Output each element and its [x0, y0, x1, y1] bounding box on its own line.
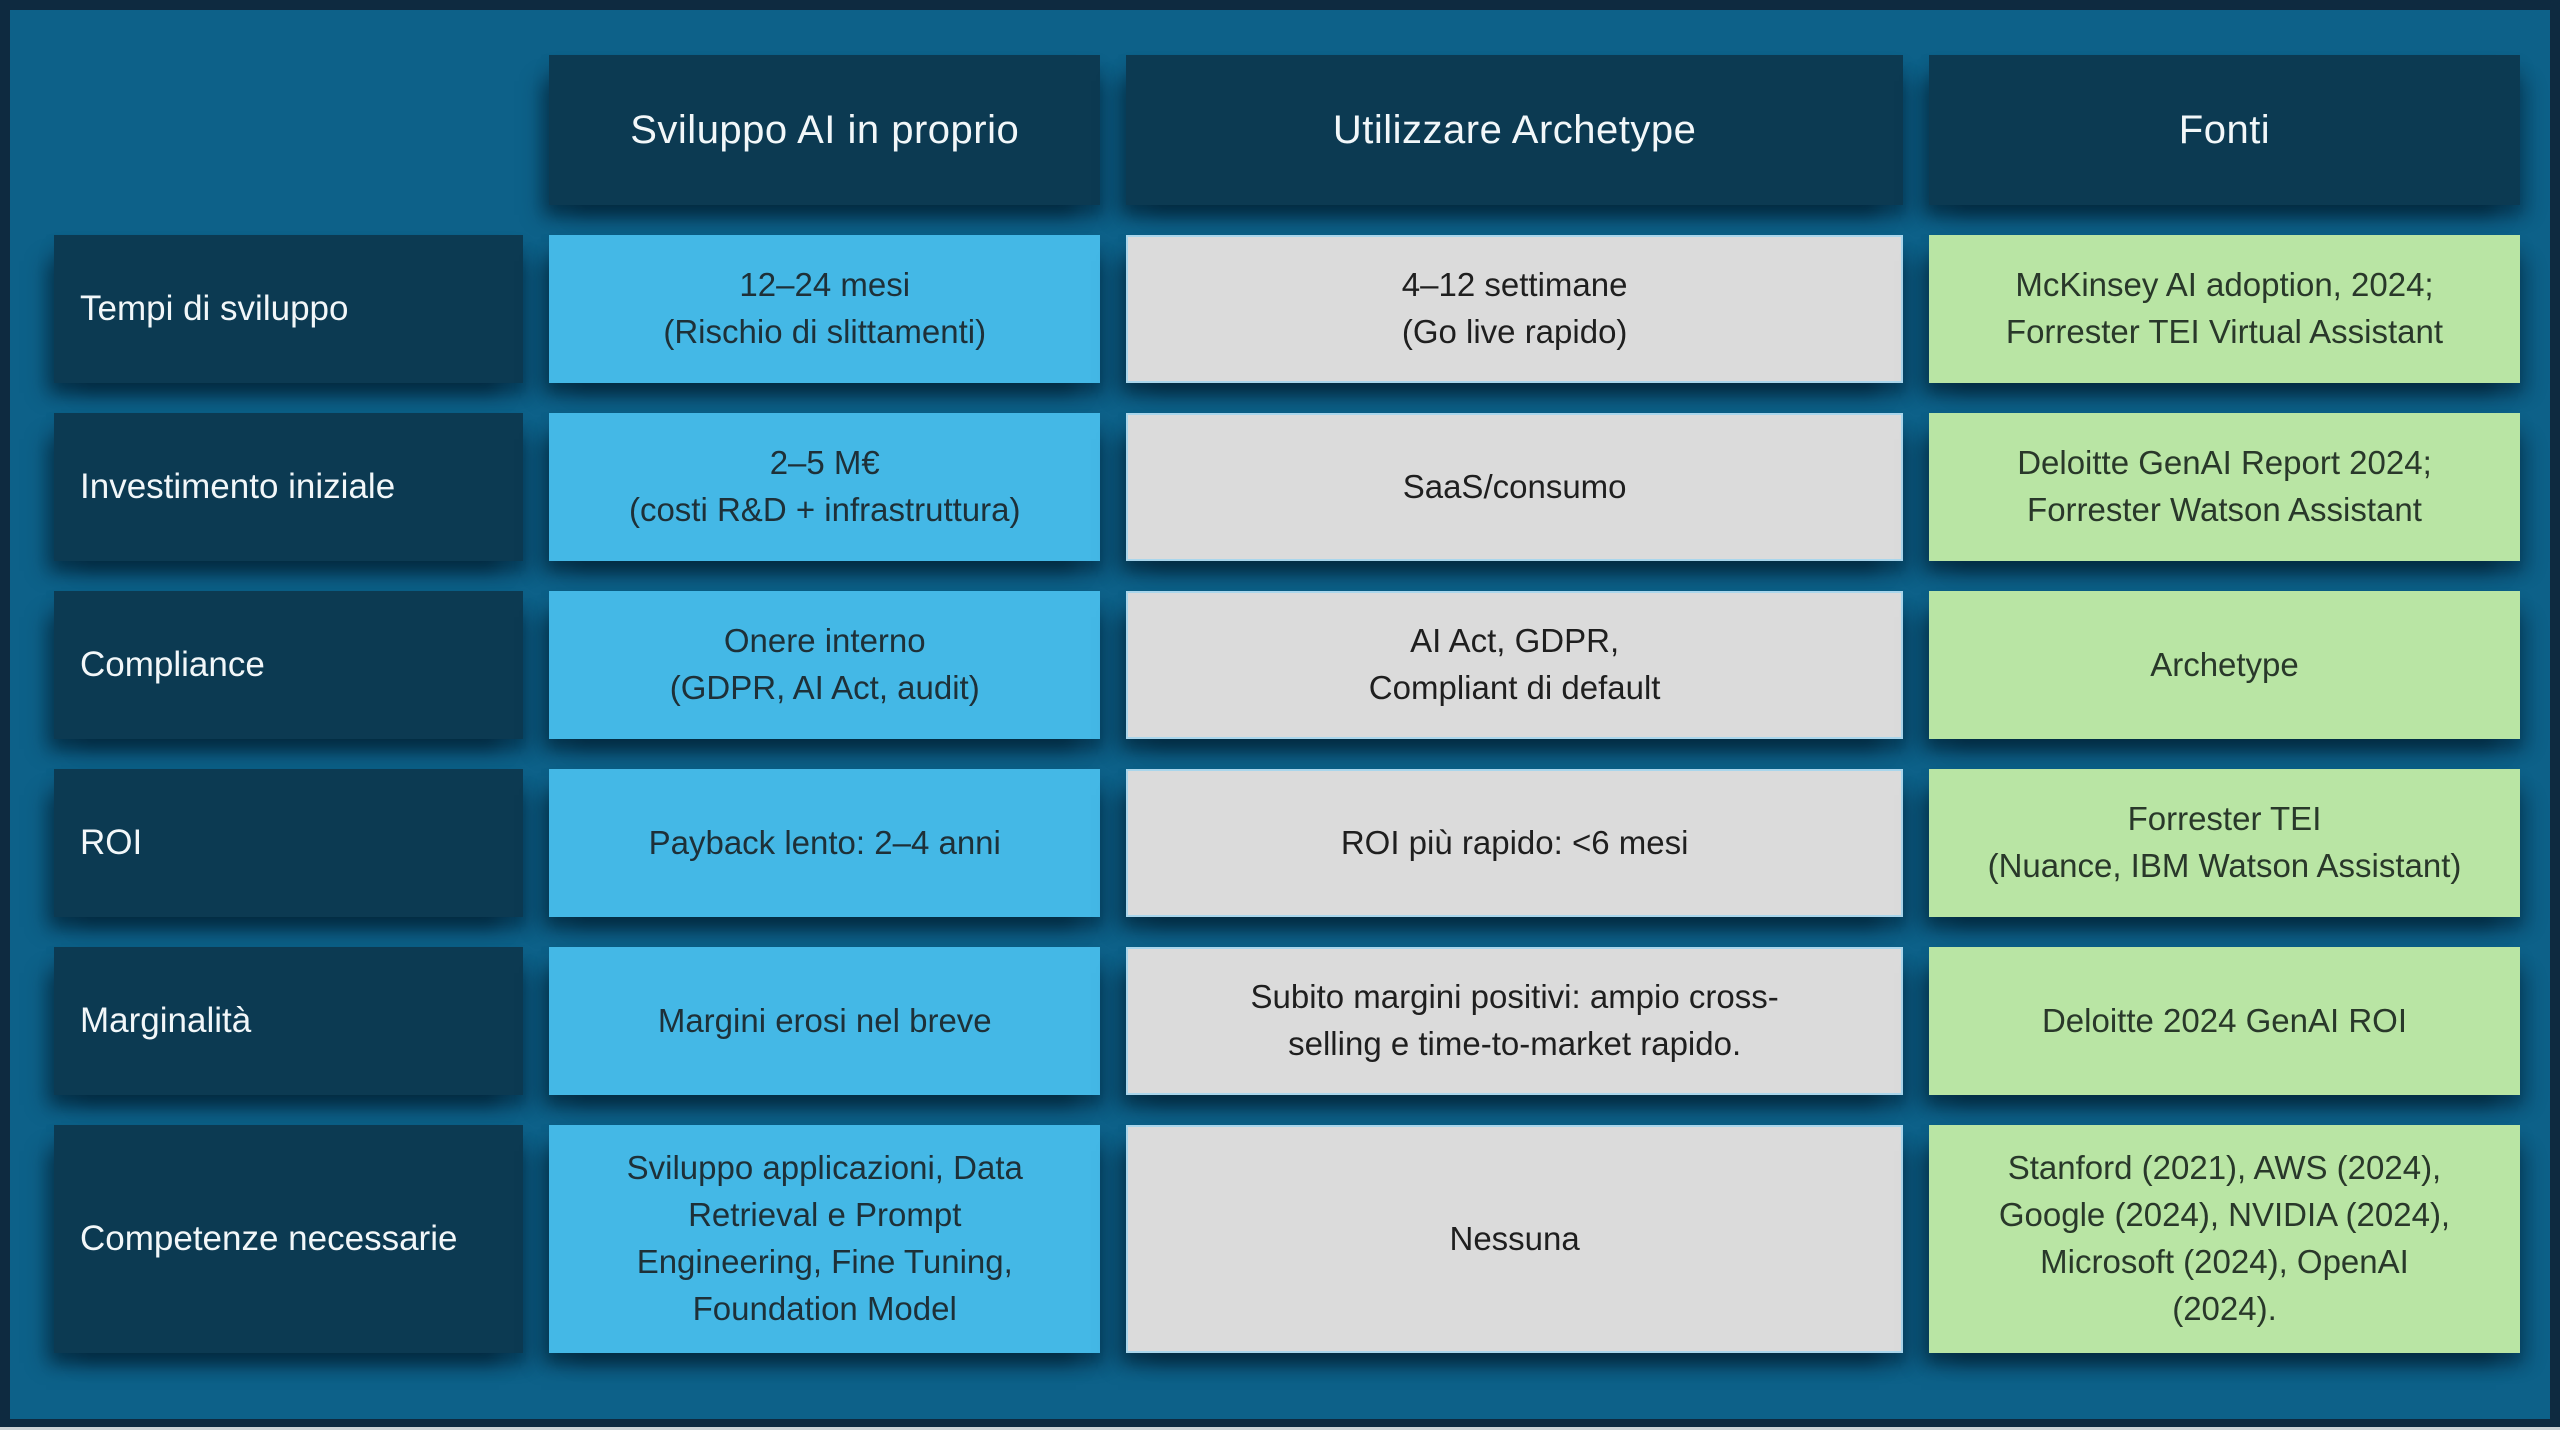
cell-inhouse-competenze: Sviluppo applicazioni, Data Retrieval e … — [549, 1125, 1101, 1353]
row-label-tempi-di-sviluppo: Tempi di sviluppo — [54, 235, 524, 383]
cell-inhouse-marginalita: Margini erosi nel breve — [549, 947, 1101, 1095]
cell-fonti-roi: Forrester TEI (Nuance, IBM Watson Assist… — [1928, 769, 2520, 917]
cell-fonti-investimento: Deloitte GenAI Report 2024; Forrester Wa… — [1928, 413, 2520, 561]
cell-archetype-investimento: SaaS/consumo — [1126, 413, 1903, 561]
cell-archetype-roi: ROI più rapido: <6 mesi — [1126, 769, 1903, 917]
row-label-roi: ROI — [54, 769, 524, 917]
cell-fonti-tempi: McKinsey AI adoption, 2024; Forrester TE… — [1928, 235, 2520, 383]
row-label-investimento-iniziale: Investimento iniziale — [54, 413, 524, 561]
column-header-inhouse: Sviluppo AI in proprio — [549, 55, 1101, 205]
cell-inhouse-investimento: 2–5 M€ (costi R&D + infrastruttura) — [549, 413, 1101, 561]
comparison-table: Sviluppo AI in proprio Utilizzare Archet… — [54, 55, 2520, 1369]
cell-archetype-compliance: AI Act, GDPR, Compliant di default — [1126, 591, 1903, 739]
cell-archetype-tempi: 4–12 settimane (Go live rapido) — [1126, 235, 1903, 383]
row-label-compliance: Compliance — [54, 591, 524, 739]
cell-fonti-marginalita: Deloitte 2024 GenAI ROI — [1928, 947, 2520, 1095]
cell-inhouse-compliance: Onere interno (GDPR, AI Act, audit) — [549, 591, 1101, 739]
column-header-archetype: Utilizzare Archetype — [1126, 55, 1903, 205]
cell-archetype-marginalita: Subito margini positivi: ampio cross- se… — [1126, 947, 1903, 1095]
row-label-marginalita: Marginalità — [54, 947, 524, 1095]
cell-fonti-compliance: Archetype — [1928, 591, 2520, 739]
cell-inhouse-roi: Payback lento: 2–4 anni — [549, 769, 1101, 917]
column-header-fonti: Fonti — [1928, 55, 2520, 205]
cell-archetype-competenze: Nessuna — [1126, 1125, 1903, 1353]
cell-fonti-competenze: Stanford (2021), AWS (2024), Google (202… — [1928, 1125, 2520, 1353]
header-empty-corner — [54, 55, 523, 205]
cell-inhouse-tempi: 12–24 mesi (Rischio di slittamenti) — [549, 235, 1101, 383]
row-label-competenze-necessarie: Competenze necessarie — [54, 1125, 524, 1353]
